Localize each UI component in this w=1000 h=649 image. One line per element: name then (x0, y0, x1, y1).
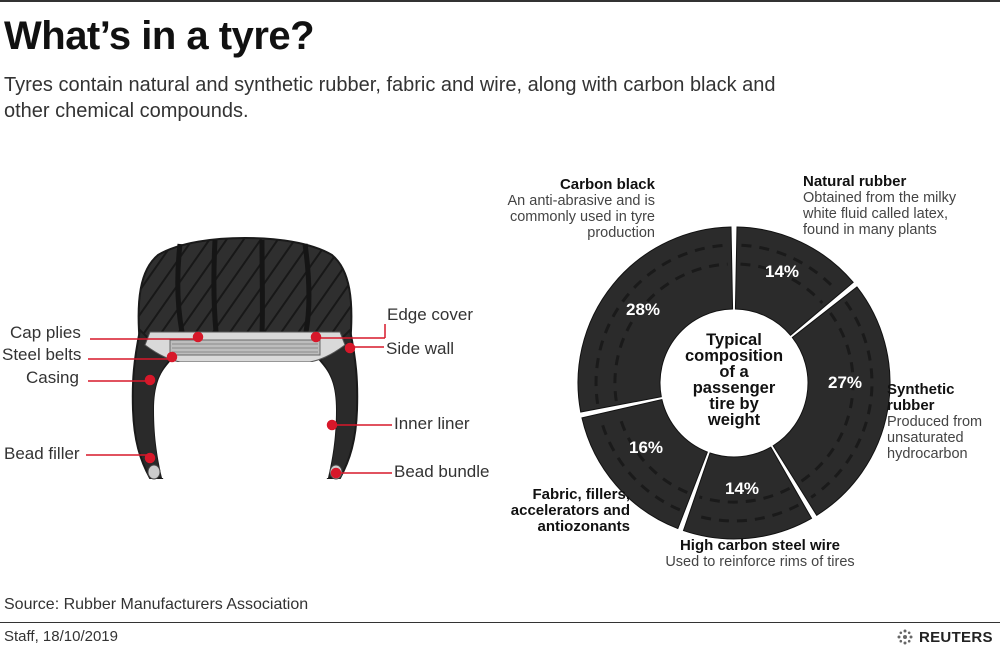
page-subtitle: Tyres contain natural and synthetic rubb… (4, 74, 776, 122)
label-casing: Casing (26, 368, 79, 387)
segment-synthetic-rubber-tread-2 (810, 301, 874, 499)
segment-carbon-black-tread-1 (613, 262, 728, 402)
donut-center-text: Typical composition of a passenger tire … (685, 331, 783, 429)
segment-fabric-fillers (581, 398, 709, 530)
segment-steel-wire-tread-2 (693, 503, 800, 523)
svg-text:Natural rubber: Natural rubber (803, 173, 907, 190)
center-line-6: weight (707, 411, 761, 429)
svg-text:An anti-abrasive and is: An anti-abrasive and is (508, 193, 656, 209)
label-cap-plies: Cap plies (10, 323, 81, 342)
page-title: What’s in a tyre? (4, 14, 315, 58)
center-line-3: of a (719, 363, 749, 381)
center-line-2: composition (685, 347, 783, 365)
label-fabric-fillers: Fabric, fillers, accelerators and antioz… (511, 486, 630, 535)
svg-text:hydrocarbon: hydrocarbon (887, 446, 968, 462)
composition-donut (577, 226, 891, 540)
source-note: Source: Rubber Manufacturers Association (4, 596, 309, 613)
bead-left (147, 464, 161, 480)
pct-steel-wire: 14% (725, 479, 759, 498)
steel-belt-lines (172, 343, 318, 353)
center-line-5: tire by (709, 395, 759, 413)
label-side-wall: Side wall (386, 339, 454, 358)
svg-text:rubber: rubber (887, 397, 935, 414)
top-rule (0, 0, 1000, 2)
reuters-logo-icon (897, 629, 913, 645)
tyre-tread (137, 236, 353, 346)
pct-synthetic-rubber: 27% (828, 373, 862, 392)
segment-steel-wire (682, 446, 813, 540)
svg-text:white fluid called latex,: white fluid called latex, (802, 206, 948, 222)
svg-text:antiozonants: antiozonants (538, 518, 631, 535)
segment-fabric-fillers-tread-2 (599, 418, 681, 512)
reuters-logo: REUTERS (896, 627, 993, 647)
tyre-cross-section (131, 236, 359, 480)
svg-text:found in many plants: found in many plants (803, 222, 937, 238)
label-bead-filler: Bead filler (4, 444, 80, 463)
svg-text:Obtained from the milky: Obtained from the milky (803, 190, 957, 206)
center-line-1: Typical (706, 331, 762, 349)
label-inner-liner: Inner liner (394, 414, 470, 433)
segment-steel-wire-tread-1 (698, 487, 791, 504)
label-steel-belts: Steel belts (2, 345, 81, 364)
svg-text:Synthetic: Synthetic (887, 381, 955, 398)
svg-text:Used to reinforce rims of tire: Used to reinforce rims of tires (665, 554, 854, 570)
pct-natural-rubber: 14% (765, 262, 799, 281)
tyre-inner-cavity (154, 362, 336, 478)
tyre-leaders (86, 324, 392, 479)
label-carbon-black: Carbon black An anti-abrasive and is com… (508, 176, 656, 241)
svg-text:Fabric, fillers,: Fabric, fillers, (532, 486, 630, 503)
segment-natural-rubber-tread-2 (741, 243, 838, 292)
center-line-4: passenger (693, 379, 776, 397)
pct-fabric-fillers: 16% (629, 438, 663, 457)
svg-text:High carbon steel wire: High carbon steel wire (680, 537, 840, 554)
svg-text:Carbon black: Carbon black (560, 176, 656, 193)
segment-fabric-fillers-tread-1 (617, 413, 688, 494)
segment-natural-rubber-tread-1 (740, 262, 824, 305)
label-bead-bundle: Bead bundle (394, 462, 489, 481)
tread-grooves (175, 239, 312, 333)
segment-synthetic-rubber-tread-1 (799, 312, 855, 483)
svg-text:unsaturated: unsaturated (887, 430, 964, 446)
pct-carbon-black: 28% (626, 300, 660, 319)
svg-text:commonly used in tyre: commonly used in tyre (510, 209, 655, 225)
svg-text:Produced from: Produced from (887, 414, 982, 430)
credit-line: Staff, 18/10/2019 (4, 628, 118, 645)
label-natural-rubber: Natural rubber Obtained from the milky w… (802, 173, 957, 238)
bottom-rule (0, 622, 1000, 623)
segment-carbon-black (577, 226, 734, 413)
label-edge-cover: Edge cover (387, 305, 473, 324)
svg-text:production: production (587, 225, 655, 241)
reuters-logo-text: REUTERS (919, 628, 993, 646)
segment-carbon-black-tread-2 (594, 243, 727, 405)
label-synthetic-rubber: Synthetic rubber Produced from unsaturat… (887, 381, 982, 462)
svg-text:accelerators and: accelerators and (511, 502, 630, 519)
segment-synthetic-rubber (772, 286, 891, 516)
label-steel-wire: High carbon steel wire Used to reinforce… (665, 537, 854, 570)
